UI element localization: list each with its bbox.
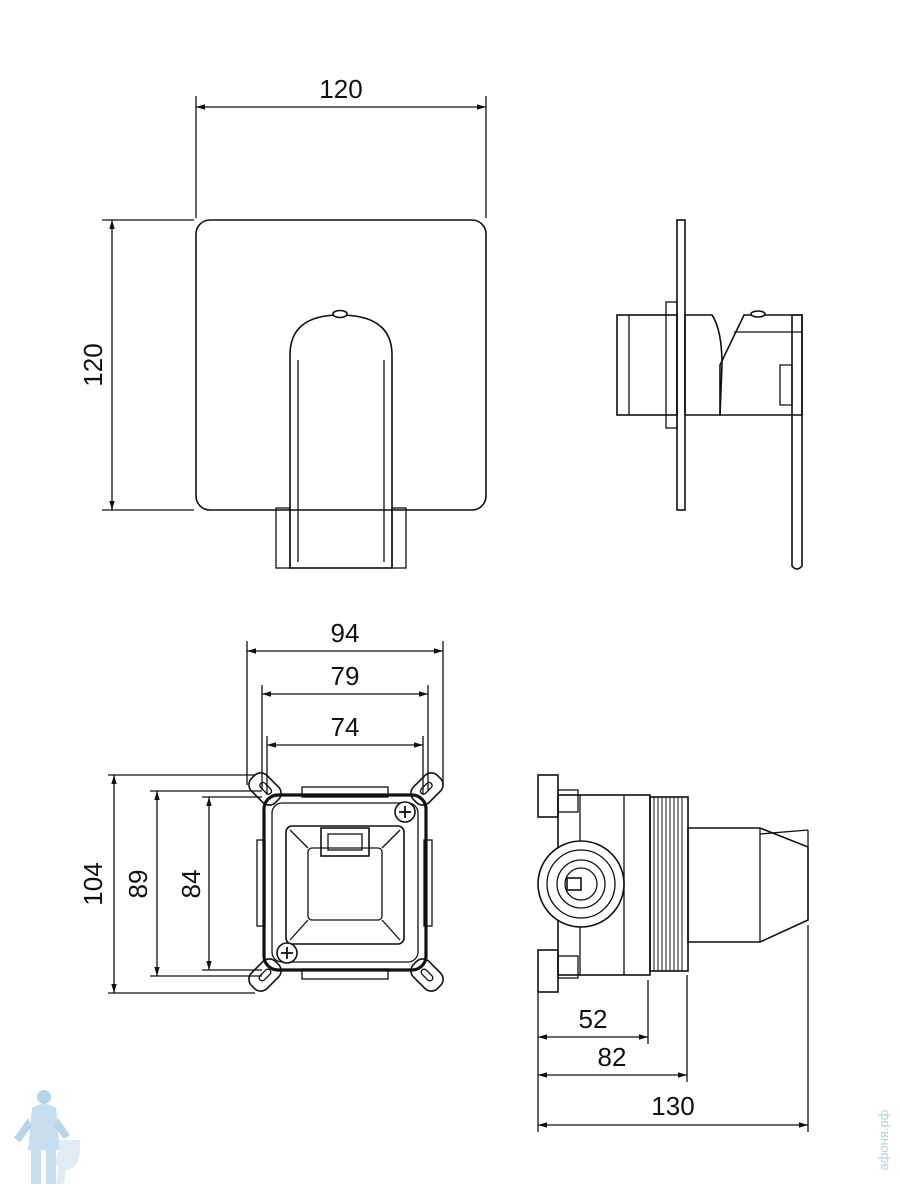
side-cover-plate bbox=[676, 219, 686, 511]
box-inner-square-outer bbox=[285, 825, 405, 945]
box-connector-outer bbox=[320, 827, 370, 857]
mounting-ear-bottom-right bbox=[410, 958, 444, 992]
box-side-view: 52 82 130 bbox=[537, 774, 809, 1132]
box-inner-square-inner bbox=[307, 847, 383, 921]
box-width-74-label: 74 bbox=[331, 712, 360, 742]
screw-top-right bbox=[394, 801, 416, 823]
box-side-tab-top bbox=[301, 786, 389, 798]
side-lever-notch bbox=[779, 364, 793, 406]
lever-handle-screw bbox=[332, 309, 348, 319]
mounting-ear-bottom-left bbox=[248, 958, 282, 992]
plumber-mascot-logo bbox=[14, 1090, 80, 1184]
depth-130-label: 130 bbox=[651, 1091, 694, 1121]
plate-height-label: 120 bbox=[78, 343, 108, 386]
box-width-79-label: 79 bbox=[331, 661, 360, 691]
front-view: 120 120 bbox=[78, 74, 487, 569]
lever-plate-gap-left bbox=[275, 507, 291, 569]
box-side-flange-bottom bbox=[537, 949, 559, 993]
box-side-port-ring-inner bbox=[556, 859, 606, 909]
box-inner-bevel-br bbox=[381, 919, 401, 941]
screw-bottom-left bbox=[276, 942, 298, 964]
depth-82-label: 82 bbox=[598, 1042, 627, 1072]
box-side-flange-top-lip bbox=[557, 789, 579, 813]
box-inner-bevel-tl bbox=[289, 829, 309, 849]
box-height-84-label: 84 bbox=[176, 870, 206, 899]
lever-handle bbox=[289, 314, 393, 569]
side-collar bbox=[665, 301, 678, 429]
side-lever-screw bbox=[750, 310, 766, 318]
box-side-port-ring-mid bbox=[546, 849, 616, 919]
side-lever-body bbox=[719, 314, 803, 416]
cover-plate bbox=[195, 219, 487, 511]
lever-plate-gap-right bbox=[391, 507, 407, 569]
watermark-text: афоня.рф bbox=[876, 1109, 891, 1170]
side-view bbox=[616, 219, 803, 570]
box-height-89-label: 89 bbox=[123, 870, 153, 899]
box-side-spindle bbox=[687, 827, 809, 943]
plate-width-label: 120 bbox=[319, 74, 362, 104]
box-side-port-hole bbox=[564, 867, 598, 901]
box-side-flange-top bbox=[537, 774, 559, 818]
box-front-view: 94 79 74 104 89 84 bbox=[78, 618, 444, 994]
box-side-tab-right bbox=[423, 839, 433, 927]
mounting-ear-top-right bbox=[410, 772, 444, 806]
box-inner-bevel-tr bbox=[381, 829, 401, 849]
depth-52-label: 52 bbox=[579, 1004, 608, 1034]
box-outer-frame bbox=[262, 793, 428, 972]
box-height-104-label: 104 bbox=[78, 862, 108, 905]
box-connector-inner bbox=[327, 833, 363, 851]
side-housing-stub bbox=[616, 314, 678, 416]
box-width-94-label: 94 bbox=[331, 618, 360, 648]
box-side-threads bbox=[653, 797, 683, 971]
side-lever-handle bbox=[791, 314, 803, 570]
box-frame-inner bbox=[271, 802, 419, 963]
box-inner-bevel-bl bbox=[289, 919, 309, 941]
box-side-spindle-top bbox=[759, 829, 809, 835]
box-side-port-slot bbox=[566, 877, 582, 891]
side-body-taper bbox=[684, 314, 723, 416]
